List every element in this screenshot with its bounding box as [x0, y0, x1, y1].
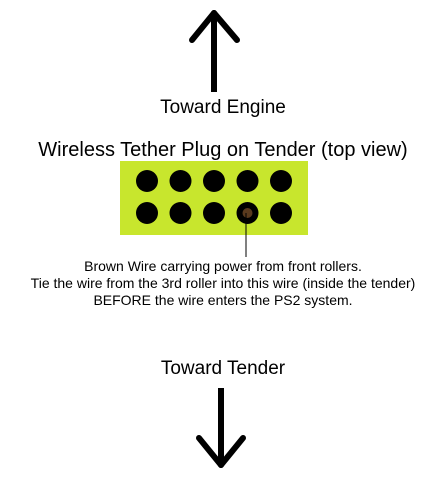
note-line-3: BEFORE the wire enters the PS2 system.	[93, 292, 353, 308]
note-line-2: Tie the wire from the 3rd roller into th…	[30, 275, 416, 291]
plug-title: Wireless Tether Plug on Tender (top view…	[38, 139, 408, 161]
plug-pin	[169, 202, 192, 224]
plug-pin	[169, 170, 192, 192]
down-arrow-icon	[196, 388, 246, 468]
plug-pin	[203, 170, 225, 192]
plug-pin	[136, 170, 158, 192]
plug-pins	[136, 170, 292, 224]
plug-pin	[270, 202, 292, 224]
brown-wire-dot	[242, 208, 253, 218]
plug-pin	[270, 170, 292, 192]
toward-tender-label: Toward Tender	[160, 358, 286, 379]
plug-pin	[203, 202, 225, 224]
toward-engine-label: Toward Engine	[160, 97, 286, 118]
plug-pin	[136, 202, 158, 224]
note-line-1: Brown Wire carrying power from front rol…	[84, 258, 362, 274]
brown-wire-note: Brown Wire carrying power from front rol…	[0, 258, 446, 309]
plug-pin	[236, 170, 259, 192]
up-arrow-icon	[189, 10, 240, 92]
